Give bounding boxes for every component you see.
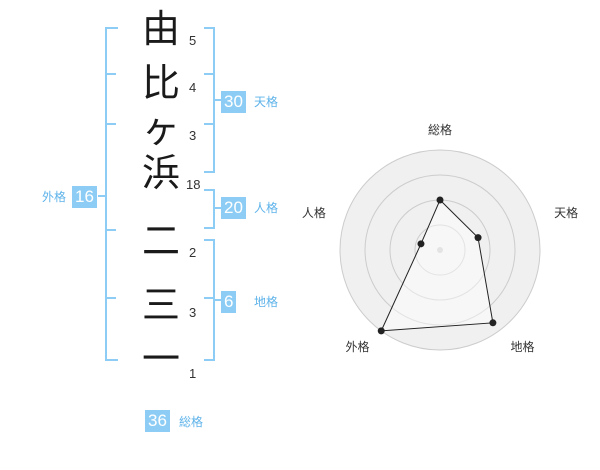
stroke-count-3: 3 — [189, 128, 197, 143]
radar-axis-label: 地格 — [511, 339, 535, 354]
chikaku-badge: 6 — [221, 291, 237, 313]
jinkaku-badge: 20 — [221, 197, 246, 219]
radar-axis-label: 外格 — [345, 339, 369, 354]
radar-point — [436, 196, 444, 204]
stroke-count-2: 4 — [189, 80, 197, 95]
tenkaku-badge: 30 — [221, 91, 246, 113]
stroke-count-1: 5 — [189, 33, 197, 48]
jinkaku-label: 人格 — [254, 201, 279, 215]
name-char-6: 三 — [141, 283, 180, 327]
name-char-4: 浜 — [141, 151, 180, 195]
radar-point — [377, 327, 385, 335]
name-char-5: 二 — [141, 219, 180, 263]
stroke-count-6: 3 — [189, 305, 197, 320]
radar-point — [474, 234, 482, 242]
radar-axis-label: 人格 — [302, 205, 326, 220]
stroke-count-7: 1 — [189, 366, 197, 381]
radar-polygon — [380, 199, 494, 332]
soukaku-badge: 36 — [145, 410, 170, 432]
name-char-1: 由 — [141, 7, 180, 51]
name-char-3: ヶ — [141, 107, 180, 151]
gaikaku-badge: 16 — [72, 186, 97, 208]
gaikaku-label: 外格 — [42, 190, 67, 204]
stroke-count-4: 18 — [186, 177, 201, 192]
chikaku-label: 地格 — [254, 295, 279, 309]
stroke-count-5: 2 — [189, 245, 197, 260]
radar-axis-label: 総格 — [428, 122, 452, 137]
radar-grid-ring — [414, 224, 466, 276]
radar-center-dot — [437, 247, 443, 253]
radar-axis-label: 天格 — [554, 205, 578, 220]
name-char-2: 比 — [141, 61, 180, 105]
radar-grid-ring — [364, 174, 516, 326]
name-char-7: 一 — [141, 337, 180, 381]
radar-point — [417, 240, 425, 248]
tenkaku-label: 天格 — [254, 95, 279, 109]
radar-grid-ring — [339, 149, 541, 351]
radar-point — [489, 319, 497, 327]
soukaku-label: 総格 — [179, 415, 204, 429]
